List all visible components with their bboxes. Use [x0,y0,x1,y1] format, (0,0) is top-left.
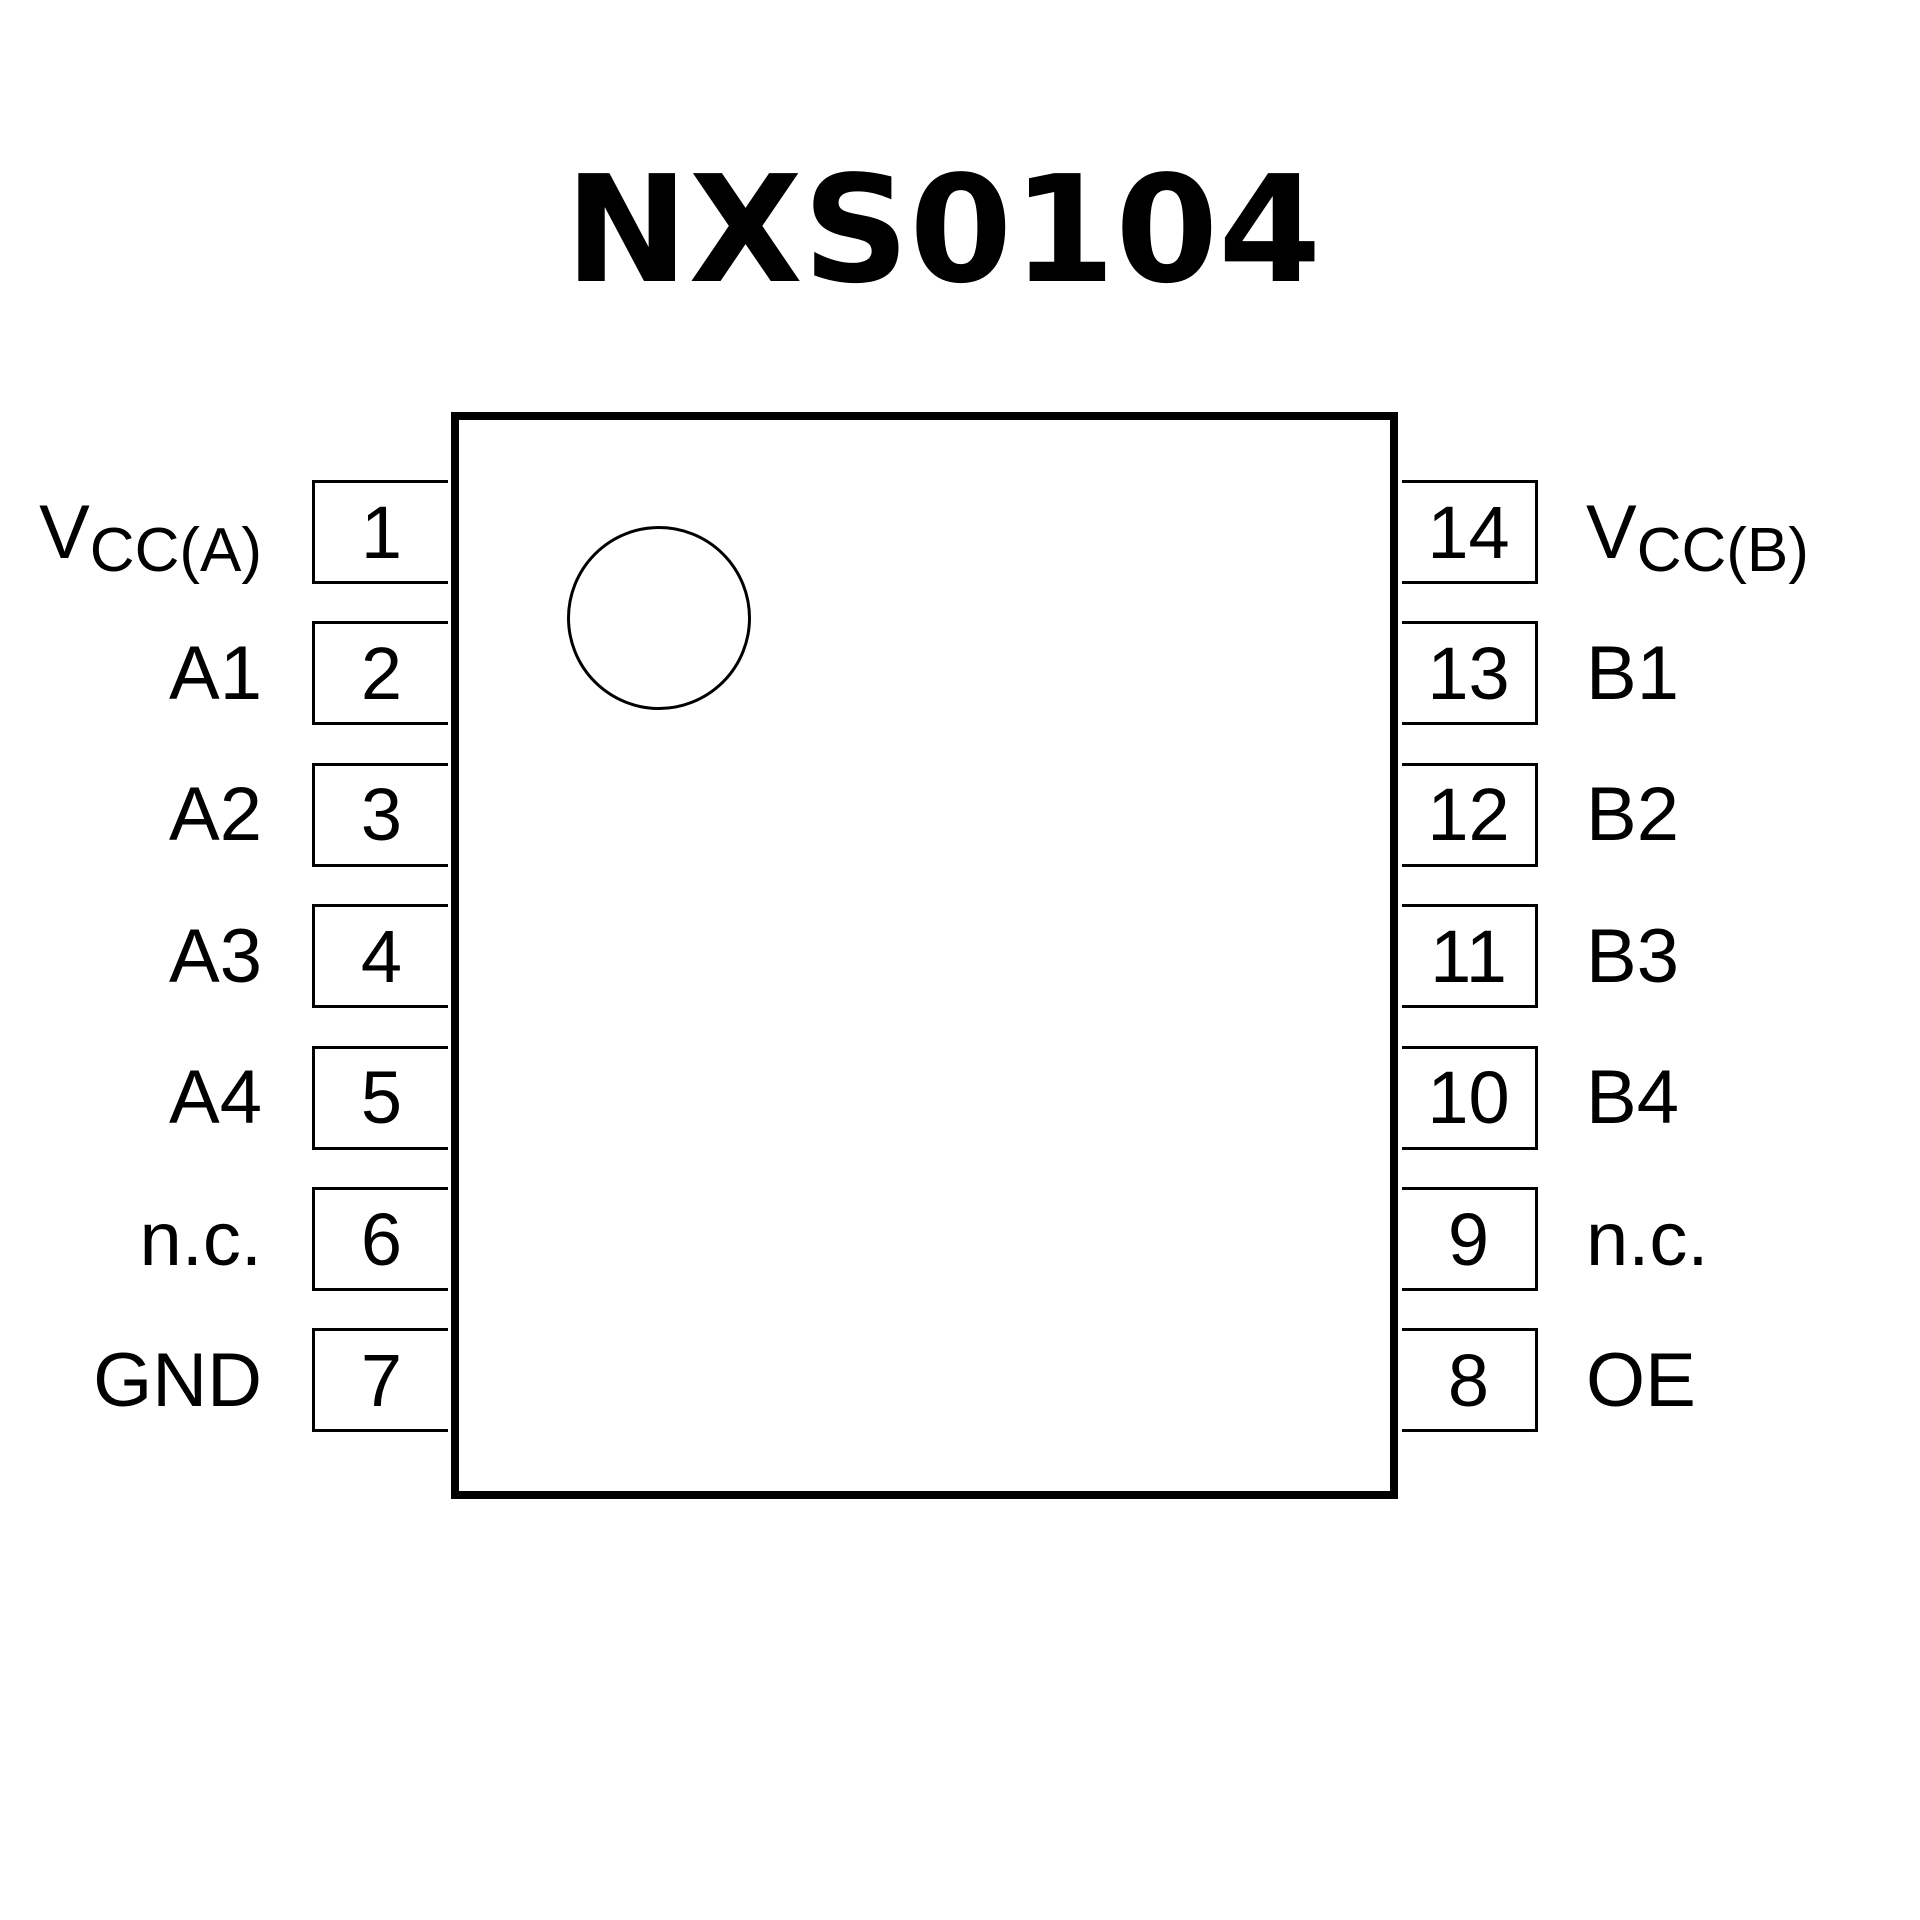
pin-label-text: GND [93,1337,262,1423]
pin-label-text: B3 [1586,913,1679,999]
pin-8-box: 8 [1402,1328,1538,1433]
pin-12-label: B2 [1586,763,1679,867]
pin-label-text: V [39,489,90,575]
pin-11-label: B3 [1586,904,1679,1008]
pin-label-subscript: CC(A) [89,515,262,585]
pin-1-box: 1 [312,480,448,584]
pin-label-text: A2 [169,772,262,858]
pin1-marker-circle [567,526,751,710]
pin-5-label: A4 [169,1046,262,1150]
pin-label-text: OE [1586,1337,1696,1423]
pin-label-text: A4 [169,1055,262,1141]
pin-7-box: 7 [312,1328,448,1433]
pin-label-subscript: CC(B) [1636,515,1809,585]
pin-label-text: B2 [1586,772,1679,858]
pin-label-text: n.c. [1586,1196,1709,1282]
pin-11-box: 11 [1402,904,1538,1009]
pin-3-box: 3 [312,762,448,867]
pin-9-label: n.c. [1586,1187,1709,1291]
pin-label-text: B4 [1586,1055,1679,1141]
pin-label-text: A3 [169,913,262,999]
pin-7-label: GND [93,1328,262,1432]
pin-label-text: n.c. [139,1196,263,1282]
pin-label-text: V [1586,489,1637,575]
pin-13-label: B1 [1586,621,1679,725]
pin-14-box: 14 [1402,480,1538,584]
pin-4-box: 4 [312,904,448,1009]
pin-8-label: OE [1586,1328,1696,1432]
pin-2-label: A1 [169,621,262,725]
pin-9-box: 9 [1402,1187,1538,1291]
pin-4-label: A3 [169,904,262,1008]
pin-label-text: B1 [1586,630,1679,716]
pin-13-box: 13 [1402,621,1538,726]
pin-12-box: 12 [1402,762,1538,867]
chip-title: NXS0104 [564,144,1322,316]
pin-3-label: A2 [169,763,262,867]
pin-10-label: B4 [1586,1046,1679,1150]
pin-label-text: A1 [169,630,262,716]
pin-10-box: 10 [1402,1045,1538,1150]
pin-6-box: 6 [312,1187,448,1291]
pin-6-label: n.c. [140,1187,263,1291]
pin-2-box: 2 [312,621,448,726]
pin-5-box: 5 [312,1045,448,1150]
